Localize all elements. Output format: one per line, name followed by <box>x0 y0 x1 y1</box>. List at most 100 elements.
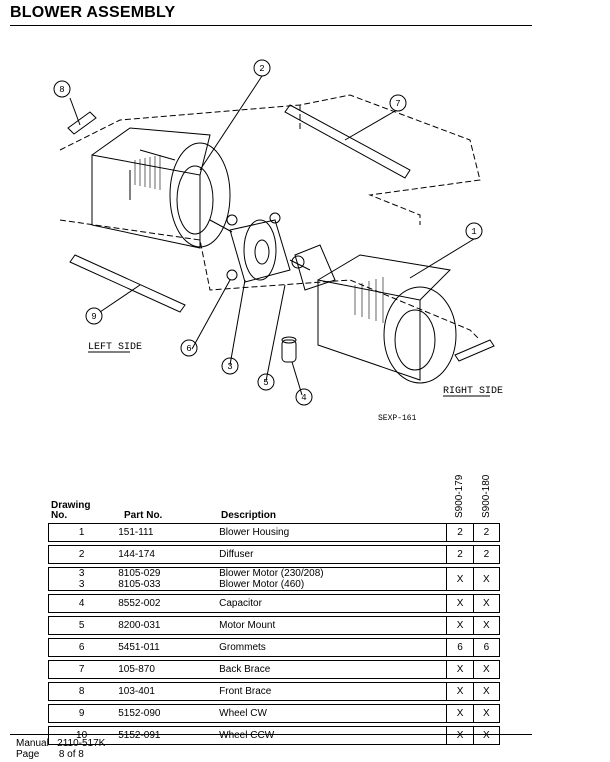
callout-4: 4 <box>301 393 306 403</box>
cell-a: X <box>446 594 474 613</box>
exploded-diagram: 1 2 3 4 5 6 7 8 9 LEFT SIDE RIGHT SIDE S… <box>53 59 503 423</box>
cell-desc: Capacitor <box>215 594 447 613</box>
cell-desc: Diffuser <box>215 545 447 564</box>
cell-desc-line: Wheel CW <box>219 708 267 719</box>
cell-no-line: 9 <box>78 708 85 719</box>
cell-part: 5152-090 <box>114 704 216 723</box>
cell-part: 8552-002 <box>114 594 216 613</box>
cell-a: X <box>446 567 474 591</box>
cell-a: X <box>446 682 474 701</box>
cell-b-line: X <box>483 686 490 697</box>
cell-desc: Front Brace <box>215 682 447 701</box>
cell-desc-line: Blower Housing <box>219 527 290 538</box>
table-row: 1 151-111 Blower Housing 2 2 <box>48 523 501 542</box>
cell-b-line: X <box>483 664 490 675</box>
cell-b-line: 6 <box>483 642 490 653</box>
parts-table: 1 151-111 Blower Housing 2 2 2 144-174 Diffuser… <box>48 523 501 745</box>
cell-a-line: 2 <box>457 527 463 538</box>
manual-label: Manual <box>16 738 49 749</box>
cell-a: X <box>446 660 474 679</box>
cell-part: 151-111 <box>114 523 216 542</box>
cell-no: 10 <box>48 726 115 745</box>
cell-no: 7 <box>48 660 115 679</box>
cell-no-line: 6 <box>78 642 85 653</box>
title-divider <box>10 25 532 26</box>
cell-a-line: X <box>456 664 464 675</box>
callout-9: 9 <box>91 312 96 322</box>
cell-no-line: 3 <box>78 579 85 590</box>
cell-desc-line: Capacitor <box>219 598 262 609</box>
callout-1: 1 <box>471 227 476 237</box>
drawing-id: SEXP-161 <box>378 414 417 423</box>
cell-no-line: 7 <box>78 664 85 675</box>
assembly-outline-dashed-lower <box>59 219 481 341</box>
cell-part-line: 5451-011 <box>118 642 160 653</box>
cell-b: X <box>472 682 501 701</box>
lower-right-brace <box>454 339 495 362</box>
cell-b: X <box>472 660 501 679</box>
callout-8: 8 <box>59 85 64 95</box>
back-brace <box>284 104 411 179</box>
footer-divider <box>10 734 532 735</box>
assembly-outline-dashed <box>59 94 481 225</box>
footer-manual: Manual 2110-517K <box>16 738 105 749</box>
cell-b-line: X <box>483 620 490 631</box>
cell-no: 4 <box>48 594 115 613</box>
cell-a-line: X <box>456 686 464 697</box>
cell-part: 5451-011 <box>114 638 216 657</box>
manual-number: 2110-517K <box>57 738 106 749</box>
cell-part: 103-401 <box>114 682 216 701</box>
cell-b: X <box>472 594 501 613</box>
cell-desc: Back Brace <box>215 660 447 679</box>
cell-desc: Wheel CCW <box>215 726 447 745</box>
cell-desc: Blower Motor (230/208)Blower Motor (460) <box>215 567 447 591</box>
cell-part: 144-174 <box>114 545 216 564</box>
cell-b-line: 2 <box>483 527 490 538</box>
col-header-no: No. <box>51 510 68 521</box>
col-header-part: Part No. <box>124 510 163 521</box>
cell-part-line: 151-111 <box>118 527 154 538</box>
blower-motor <box>209 212 311 283</box>
cell-no-line: 1 <box>78 527 85 538</box>
cell-part-line: 8200-031 <box>118 620 161 631</box>
motor-mount <box>294 244 336 291</box>
cell-part-line: 144-174 <box>118 549 155 560</box>
left-blower-housing <box>91 127 231 249</box>
cell-desc-line: Front Brace <box>219 686 272 697</box>
cell-part-line: 8552-002 <box>118 598 161 609</box>
col-header-drawing: Drawing <box>51 500 91 511</box>
cell-part-line: 5152-090 <box>118 708 161 719</box>
cell-no: 1 <box>48 523 115 542</box>
col-header-description: Description <box>221 510 277 521</box>
cell-a: X <box>446 616 474 635</box>
cell-a: X <box>446 726 474 745</box>
cell-desc-line: Grommets <box>219 642 266 653</box>
cell-part-line: 105-870 <box>118 664 155 675</box>
page-label: Page <box>16 749 40 760</box>
cell-no-line: 5 <box>78 620 85 631</box>
cell-no: 6 <box>48 638 115 657</box>
right-side-label: RIGHT SIDE <box>443 386 503 397</box>
footer-page: Page 8 of 8 <box>16 749 84 760</box>
cell-b: 2 <box>472 545 501 564</box>
cell-a-line: X <box>456 708 464 719</box>
cell-b-line: 2 <box>483 549 490 560</box>
cell-no-line: 8 <box>78 686 85 697</box>
cell-b: X <box>472 704 501 723</box>
capacitor <box>281 336 297 363</box>
cell-no-line: 3 <box>78 568 85 579</box>
cell-part: 8200-031 <box>114 616 216 635</box>
cell-b: X <box>472 726 501 745</box>
cell-no-line: 2 <box>78 549 85 560</box>
cell-a-line: X <box>456 730 464 741</box>
cell-b: X <box>472 567 501 591</box>
lower-brace <box>69 254 186 313</box>
cell-no: 2 <box>48 545 115 564</box>
